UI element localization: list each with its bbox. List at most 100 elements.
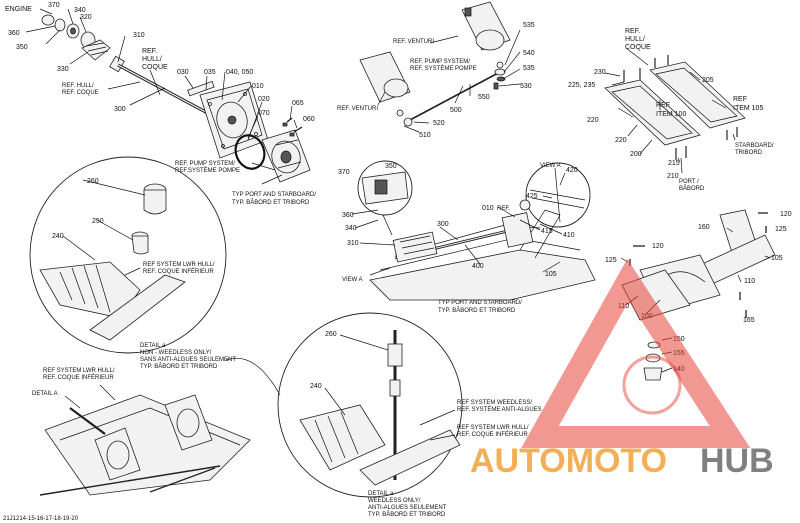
callout-105b: 105 <box>771 255 783 262</box>
part-030-strap <box>187 80 215 97</box>
detail-view-circle <box>357 160 413 216</box>
label-ref-lwr-b2: REF. COQUE INFÉRIEUR <box>43 374 114 381</box>
callout-040-050: 040, 050 <box>226 69 253 76</box>
label-ref-venturi-b: REF. VENTURI <box>337 106 378 112</box>
callout-205: 205 <box>702 77 714 84</box>
label-ref-lwr-a1: REF SYSTEM LWR HULL/ <box>143 262 215 268</box>
part-260-weedless <box>387 343 403 367</box>
label-typ-port-b2: TYP. BÂBORD ET TRIBORD <box>438 307 516 314</box>
label-ref-pump-a1: REF. PUMP SYSTEM/ <box>175 161 235 167</box>
callout-510: 510 <box>419 132 431 139</box>
label-ref-lwr-c2: REF. COQUE INFÉRIEUR <box>457 431 528 438</box>
part-220-bracket <box>604 79 701 146</box>
label-view-a-2: VIEW A <box>342 277 363 283</box>
callout-240b: 240 <box>310 383 322 390</box>
label-ref-small: REF. <box>497 206 510 212</box>
part-070-o-ring <box>234 134 266 170</box>
callout-070: 070 <box>258 110 270 117</box>
label-ref-hull-c2: HULL/ <box>625 36 645 43</box>
callout-550: 550 <box>478 94 490 101</box>
callout-425: 425 <box>526 193 538 200</box>
callout-030: 030 <box>177 69 189 76</box>
callout-330: 330 <box>57 66 69 73</box>
lower-hull-perspective-group: REF SYSTEM LWR HULL/ REF. COQUE INFÉRIEU… <box>3 357 281 522</box>
label-ref-pump-a2: REF.SYSTÈME POMPE <box>175 167 240 174</box>
callout-110a: 110 <box>744 278 755 285</box>
callout-340: 340 <box>74 7 86 14</box>
watermark-triangle <box>521 258 751 448</box>
callout-215: 215 <box>668 160 680 167</box>
callout-410: 410 <box>563 232 575 239</box>
part-250-bushing <box>131 235 149 255</box>
label-starboard-1: STARBOARD/ <box>735 143 774 149</box>
detail-a-nonweedless-group: 260 250 240 REF SYSTEM LWR HULL/ REF. CO… <box>29 156 236 370</box>
label-detail-b4: TYP. BÂBORD ET TRIBORD <box>368 511 446 518</box>
callout-310b: 310 <box>347 240 359 247</box>
label-ref-lwr-b1: REF SYSTEM LWR HULL/ <box>43 368 115 374</box>
callout-200: 200 <box>630 151 642 158</box>
callout-250: 250 <box>92 218 104 225</box>
boot-housing-right <box>299 404 386 471</box>
label-ref-hull-a1: REF. HULL/ <box>62 83 94 89</box>
callout-065: 065 <box>292 100 304 107</box>
watermark-logo: AUTOMOTO HUB <box>470 258 774 480</box>
callout-060: 060 <box>303 116 315 123</box>
label-ref-hull-b2: HULL/ <box>142 56 162 63</box>
hull-section-group: 370 350 VIEW A 420 425 010 REF. 415 410 … <box>338 160 596 314</box>
callout-300b: 300 <box>437 221 449 228</box>
label-detail-a3: SANS ANTI-ALGUES SEULEMENT <box>140 357 236 363</box>
label-view-a-1: VIEW A <box>540 163 561 169</box>
part-500-rod <box>409 71 501 121</box>
label-port-2: BÂBORD <box>679 185 705 192</box>
callout-530: 530 <box>520 83 532 90</box>
callout-370b: 370 <box>338 169 350 176</box>
driveshaft-assembly-group: ENGINE 370 340 320 360 350 330 REF. HULL… <box>5 2 316 206</box>
label-ref-hull-c3: COQUE <box>625 44 651 51</box>
callout-415: 415 <box>541 228 553 235</box>
callout-210: 210 <box>667 173 679 180</box>
callout-260b: 260 <box>325 331 337 338</box>
label-ref-hull-a2: REF. COQUE <box>62 90 99 96</box>
part-370-washer <box>41 14 55 26</box>
label-ref-lwr-a2: REF. COQUE INFÉRIEUR <box>143 268 214 275</box>
callout-340b: 340 <box>345 225 357 232</box>
callout-240a: 240 <box>52 233 64 240</box>
label-detail-a4: TYP. BÂBORD ET TRIBORD <box>140 363 218 370</box>
callout-160: 160 <box>698 224 710 231</box>
label-typ-port-a1: TYP PORT AND STARBOARD/ <box>232 192 316 198</box>
callout-035: 035 <box>204 69 216 76</box>
callout-370: 370 <box>48 2 60 9</box>
detail-a-weedless-group: 260 240 REF SYSTEM WEEDLESS/ REF. SYSTÈM… <box>277 312 542 518</box>
label-ref-item105-1: REF <box>733 96 747 103</box>
label-detail-a2: NON - WEEDLESS ONLY/ <box>140 350 212 356</box>
label-detail-b3: ANTI-ALGUES SEULEMENT <box>368 505 447 511</box>
part-310-sleeve <box>109 55 125 73</box>
callout-125a: 125 <box>775 226 787 233</box>
label-ref-hull-b1: REF. <box>142 48 157 55</box>
callout-010: 010 <box>252 83 264 90</box>
callout-350b: 350 <box>385 163 397 170</box>
label-ref-pump-b2: REF. SYSTÈME POMPE <box>410 65 477 72</box>
label-ref-weed-2: REF. SYSTÈME ANTI-ALGUES <box>457 406 542 413</box>
callout-125b: 125 <box>605 257 617 264</box>
footer-code: 21J1214-15-16-17-18-19-20 <box>3 516 79 522</box>
label-typ-port-b1: TYP PORT AND STARBOARD/ <box>438 300 522 306</box>
lower-hull-body <box>44 394 251 496</box>
label-ref-venturi-a: REF. VENTURI <box>393 39 434 45</box>
label-port-1: PORT / <box>679 179 699 185</box>
callout-540: 540 <box>523 50 535 57</box>
callout-225-235: 225, 235 <box>568 82 595 89</box>
part-205-bracket <box>649 61 746 129</box>
label-ref-item105-2: ITEM 105 <box>733 105 763 112</box>
label-detail-a1: DETAIL a <box>140 343 166 349</box>
callout-220b: 220 <box>615 137 627 144</box>
callout-260a: 260 <box>87 178 99 185</box>
part-010-pump-inhull <box>501 212 534 248</box>
callout-360: 360 <box>8 30 20 37</box>
label-ref-item100-1: REF <box>656 102 670 109</box>
label-ref-hull-c1: REF. <box>625 28 640 35</box>
detail-a-circle-right <box>277 312 463 498</box>
callout-120b: 120 <box>652 243 664 250</box>
callout-400: 400 <box>472 263 484 270</box>
